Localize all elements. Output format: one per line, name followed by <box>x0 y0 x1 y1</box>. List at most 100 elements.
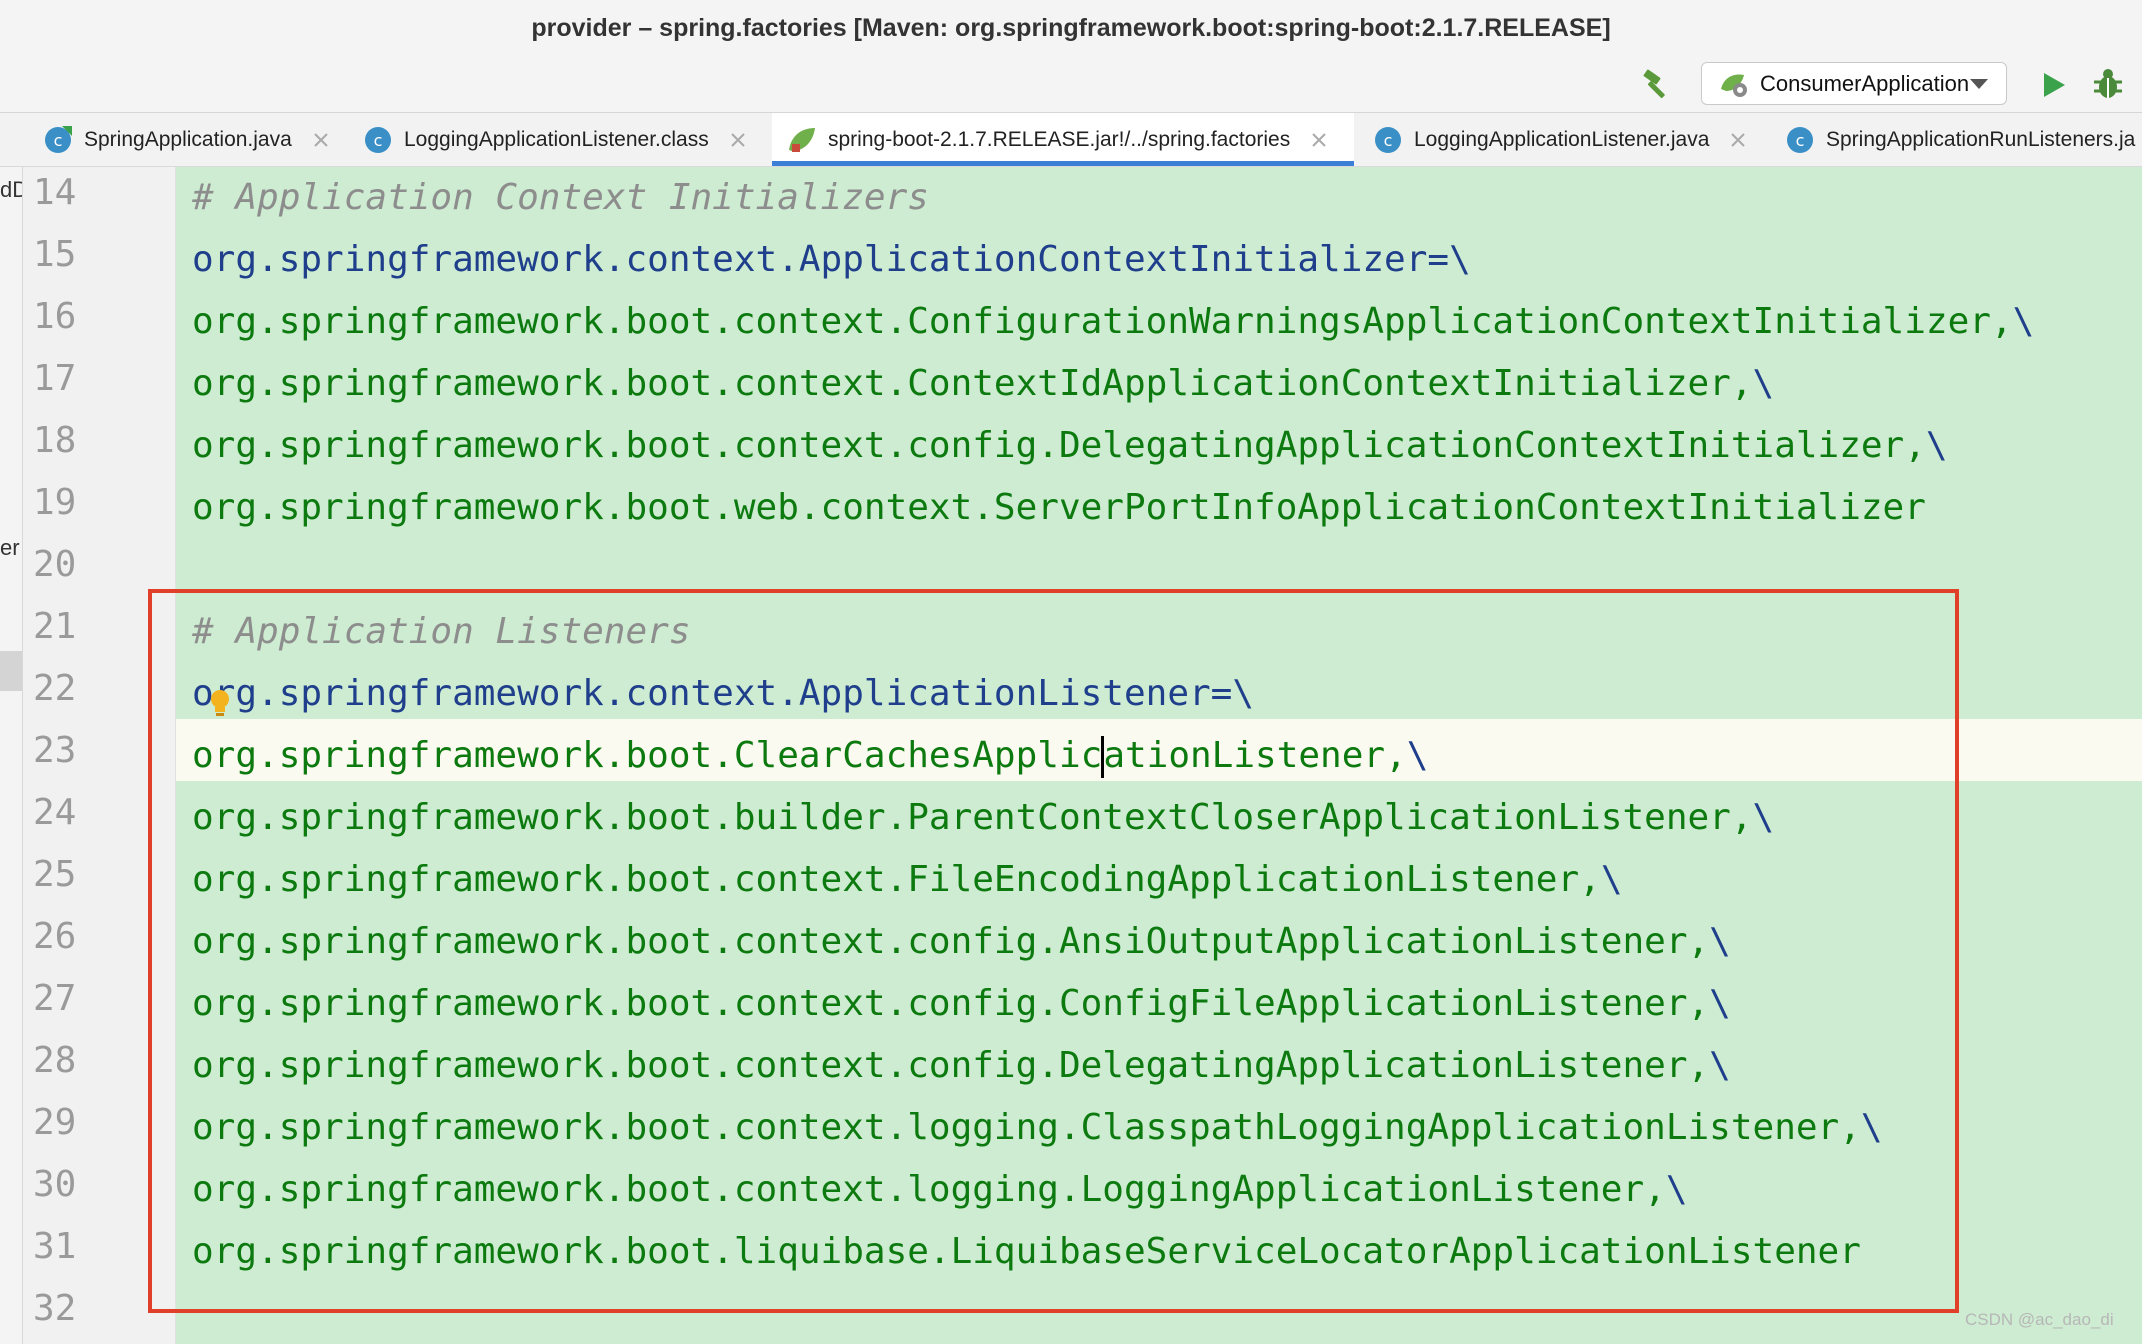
code-line: # Application Listeners <box>192 601 691 663</box>
line-continuation: \ <box>1752 797 1775 838</box>
line-number: 18 <box>33 420 77 461</box>
editor-tab-bar: c SpringApplication.java c LoggingApplic… <box>0 113 2142 167</box>
svg-text:c: c <box>1796 131 1805 150</box>
line-number: 27 <box>33 978 77 1019</box>
comment-text: # Application Context Initializers <box>192 177 929 218</box>
line-number: 20 <box>33 544 77 585</box>
code-line: org.springframework.boot.context.Context… <box>192 353 1774 415</box>
line-number: 31 <box>33 1226 77 1267</box>
property-value: org.springframework.boot.context.Context… <box>192 363 1753 404</box>
property-value: org.springframework.boot.context.config.… <box>192 983 1710 1024</box>
java-class-icon: c <box>365 126 391 153</box>
line-number: 24 <box>33 792 77 833</box>
window-title: provider – spring.factories [Maven: org.… <box>531 13 1611 42</box>
line-number: 23 <box>33 730 77 771</box>
close-icon[interactable] <box>1312 132 1326 147</box>
code-line: org.springframework.boot.context.logging… <box>192 1097 1883 1159</box>
code-line: org.springframework.boot.context.config.… <box>192 973 1731 1035</box>
window-title-bar: provider – spring.factories [Maven: org.… <box>0 0 2142 57</box>
svg-text:c: c <box>54 131 63 150</box>
code-line: org.springframework.boot.context.FileEnc… <box>192 849 1623 911</box>
property-value: org.springframework.boot.web.context.Ser… <box>192 487 1926 528</box>
close-icon[interactable] <box>731 132 745 147</box>
line-separator: =\ <box>1210 673 1255 714</box>
line-separator: =\ <box>1427 239 1471 280</box>
project-panel-strip[interactable]: dD er <box>0 167 23 1344</box>
line-number: 22 <box>33 668 77 709</box>
line-continuation: \ <box>1925 425 1948 466</box>
property-value: org.springframework.boot.liquibase.Liqui… <box>192 1231 1861 1272</box>
svg-text:c: c <box>1384 131 1393 150</box>
property-value: ationListener, <box>1103 735 1407 776</box>
code-line: org.springframework.boot.liquibase.Liqui… <box>192 1221 1861 1283</box>
line-continuation: \ <box>2012 301 2035 342</box>
code-line: org.springframework.boot.context.Configu… <box>192 291 2034 353</box>
code-line: org.springframework.boot.context.logging… <box>192 1159 1688 1221</box>
line-continuation: \ <box>1860 1107 1883 1148</box>
property-value: org.springframework.boot.context.config.… <box>192 425 1926 466</box>
main-toolbar: ConsumerApplication <box>0 56 2142 113</box>
property-value: org.springframework.boot.context.FileEnc… <box>192 859 1601 900</box>
tab-logging-application-listener-java[interactable]: c LoggingApplicationListener.java <box>1372 113 1752 166</box>
caret-line-highlight <box>176 719 2142 781</box>
property-key: org.springframework.context.ApplicationC… <box>192 239 1428 280</box>
line-continuation: \ <box>1665 1169 1688 1210</box>
spring-icon <box>789 127 815 152</box>
close-icon[interactable] <box>1731 132 1746 147</box>
panel-text-fragment: er <box>0 535 20 560</box>
property-value: org.springframework.boot.ClearCachesAppl… <box>192 735 1103 776</box>
line-continuation: \ <box>1709 1045 1731 1086</box>
panel-text-fragment: dD <box>0 177 22 202</box>
tab-label: SpringApplication.java <box>84 127 292 151</box>
code-line: org.springframework.boot.context.config.… <box>192 911 1731 973</box>
intention-bulb-icon[interactable] <box>209 689 231 719</box>
code-line-caret: org.springframework.boot.ClearCachesAppl… <box>192 725 1428 787</box>
annotation-highlight-box <box>148 589 1959 1313</box>
tab-spring-application-java[interactable]: c SpringApplication.java <box>42 113 342 166</box>
code-line: org.springframework.boot.context.config.… <box>192 1035 1731 1097</box>
run-config-label: ConsumerApplication <box>1760 70 1970 96</box>
code-line: org.springframework.boot.web.context.Ser… <box>192 477 1926 539</box>
code-line: # Application Context Initializers <box>192 167 929 229</box>
tab-label: LoggingApplicationListener.java <box>1414 127 1710 151</box>
line-number: 28 <box>33 1040 77 1081</box>
property-value: org.springframework.boot.context.config.… <box>192 1045 1710 1086</box>
code-line: org.springframework.context.ApplicationC… <box>192 229 1471 291</box>
svg-text:c: c <box>374 131 383 150</box>
java-class-icon: c <box>45 125 72 153</box>
spring-boot-config-icon <box>1721 74 1747 97</box>
line-continuation: \ <box>1752 363 1775 404</box>
tab-label: LoggingApplicationListener.class <box>404 127 709 151</box>
code-line: org.springframework.boot.builder.ParentC… <box>192 787 1774 849</box>
close-icon[interactable] <box>314 132 328 147</box>
property-value: org.springframework.boot.context.logging… <box>192 1169 1666 1210</box>
tab-spring-factories[interactable]: spring-boot-2.1.7.RELEASE.jar!/../spring… <box>772 113 1354 166</box>
line-continuation: \ <box>1406 735 1429 776</box>
property-value: org.springframework.boot.builder.ParentC… <box>192 797 1753 838</box>
line-continuation: \ <box>1709 983 1731 1024</box>
property-key: org.springframework.context.ApplicationL… <box>192 673 1211 714</box>
line-number: 17 <box>33 358 77 399</box>
line-number: 26 <box>33 916 77 957</box>
line-number: 21 <box>33 606 77 647</box>
tab-logging-application-listener-class[interactable]: c LoggingApplicationListener.class <box>362 113 754 166</box>
tab-spring-application-run-listeners[interactable]: c SpringApplicationRunListeners.ja <box>1784 113 2142 166</box>
tab-label: SpringApplicationRunListeners.ja <box>1826 127 2136 151</box>
line-number: 32 <box>33 1288 77 1329</box>
build-hammer-icon[interactable] <box>1640 68 1674 102</box>
property-value: org.springframework.boot.context.Configu… <box>192 301 2013 342</box>
panel-selection-marker <box>0 651 22 691</box>
line-number: 15 <box>33 234 77 275</box>
tab-label: spring-boot-2.1.7.RELEASE.jar!/../spring… <box>828 127 1291 151</box>
line-number: 30 <box>33 1164 77 1205</box>
code-editor[interactable]: # Application Context Initializers org.s… <box>176 167 2142 1344</box>
run-icon[interactable] <box>2040 70 2068 100</box>
code-line: org.springframework.context.ApplicationL… <box>192 663 1254 725</box>
watermark-text: CSDN @ac_dao_di <box>1965 1310 2114 1329</box>
java-class-icon: c <box>1787 126 1813 153</box>
chevron-down-icon <box>1970 78 1988 89</box>
run-configuration-selector[interactable]: ConsumerApplication <box>1701 62 2007 105</box>
debug-bug-icon[interactable] <box>2091 66 2125 102</box>
property-value: org.springframework.boot.context.logging… <box>192 1107 1861 1148</box>
line-continuation: \ <box>1709 921 1731 962</box>
